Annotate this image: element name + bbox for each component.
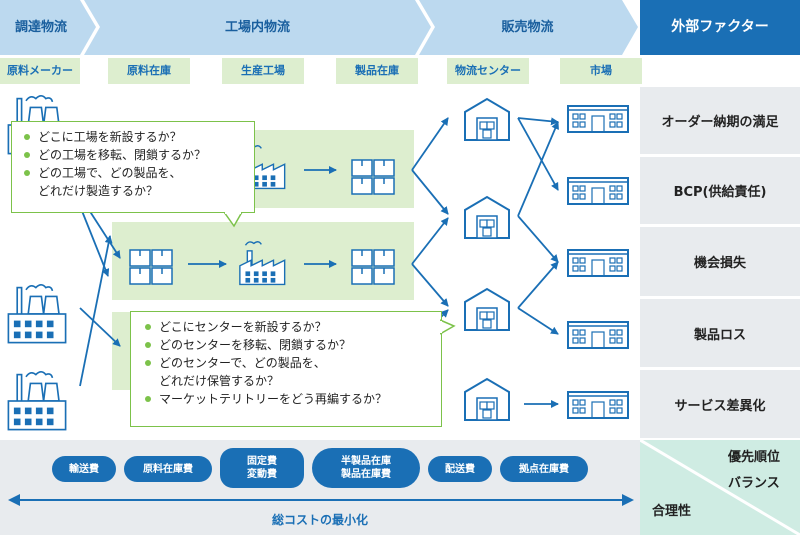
callout-item-continued: どれだけ製造するか？ (38, 184, 159, 198)
material-maker-icon (7, 284, 67, 344)
cost-inventory-pair: 半製品在庫 製品在庫費 (312, 448, 420, 488)
callout-item: どこに工場を新設するか？ (20, 128, 254, 146)
stage-sales-label: 販売物流 (501, 20, 554, 35)
distribution-center-icon (464, 378, 510, 421)
cost-delivery: 配送費 (428, 456, 492, 482)
market-store-icon (567, 391, 629, 419)
bullet-dot-icon (145, 396, 151, 402)
bullet-dot-icon (24, 134, 30, 140)
total-cost-label: 総コストの最小化 (271, 513, 368, 527)
cost-material-inventory: 原料在庫費 (124, 456, 212, 482)
market-store-icon (567, 177, 629, 205)
cost-variable: 変動費 (247, 469, 277, 480)
bullet-dot-icon (145, 360, 151, 366)
cost-product-inventory: 製品在庫費 (341, 469, 391, 480)
cost-fixed: 固定費 (247, 456, 277, 467)
callout-item-continued: どれだけ保管するか？ (159, 374, 280, 388)
balance-label: バランス (728, 476, 780, 491)
callout-tail-icon (223, 212, 243, 228)
market-store-icon (567, 249, 629, 277)
distribution-center-icon (464, 98, 510, 141)
cost-semi-inventory: 半製品在庫 (341, 456, 391, 467)
sub-label-factory: 生産工場 (222, 58, 304, 84)
cost-transport: 輸送費 (52, 456, 116, 482)
factory-question-callout: どこに工場を新設するか？ どの工場を移転、閉鎖するか？ どの工場で、どの製品を、… (11, 121, 255, 213)
callout-item: どのセンターを移転、閉鎖するか？ (141, 336, 441, 354)
rationality-label: 合理性 (652, 504, 692, 519)
bullet-dot-icon (145, 324, 151, 330)
cost-base-inventory: 拠点在庫費 (500, 456, 588, 482)
material-maker-icon (7, 371, 67, 431)
callout-item: どのセンターで、どの製品を、 (141, 354, 441, 372)
external-factor-opportunity-loss: 機会損失 (640, 227, 800, 296)
bottom-right-panel (640, 440, 800, 535)
chevron-procurement (0, 0, 96, 55)
callout-item: どの工場を移転、閉鎖するか？ (20, 146, 254, 164)
chevron-sales (419, 0, 638, 55)
bullet-dot-icon (24, 170, 30, 176)
chevron-in-factory (84, 0, 431, 55)
sub-label-material-maker: 原料メーカー (0, 58, 80, 84)
market-store-icon (567, 105, 629, 133)
callout-item: どの工場で、どの製品を、 (20, 164, 254, 182)
bullet-dot-icon (145, 342, 151, 348)
flow-arrows (79, 117, 559, 408)
cost-fixed-variable: 固定費 変動費 (220, 448, 304, 488)
market-store-icon (567, 321, 629, 349)
distribution-center-icon (464, 288, 510, 331)
total-cost-double-arrow (8, 494, 634, 506)
stage-in-factory-label: 工場内物流 (224, 20, 290, 35)
sub-label-material-inventory: 原料在庫 (108, 58, 190, 84)
external-factor-service-differentiation: サービス差異化 (640, 370, 800, 438)
external-factor-header: 外部ファクター (640, 0, 800, 55)
callout-item: マーケットテリトリーをどう再編するか？ (141, 390, 441, 408)
sub-label-market: 市場 (560, 58, 642, 84)
stage-chevrons (0, 0, 638, 55)
callout-item: どこにセンターを新設するか？ (141, 318, 441, 336)
sub-label-product-inventory: 製品在庫 (336, 58, 418, 84)
priority-label: 優先順位 (728, 450, 781, 465)
external-factor-product-loss: 製品ロス (640, 299, 800, 367)
center-question-callout: どこにセンターを新設するか？ どのセンターを移転、閉鎖するか？ どのセンターで、… (130, 311, 442, 427)
callout-tail-icon (440, 319, 456, 335)
external-factor-bcp: BCP(供給責任) (640, 157, 800, 224)
stage-procurement-label: 調達物流 (14, 20, 67, 35)
distribution-center-icon (464, 196, 510, 239)
external-factor-order-delivery: オーダー納期の満足 (640, 87, 800, 154)
bullet-dot-icon (24, 152, 30, 158)
sub-label-distribution-center: 物流センター (447, 58, 529, 84)
